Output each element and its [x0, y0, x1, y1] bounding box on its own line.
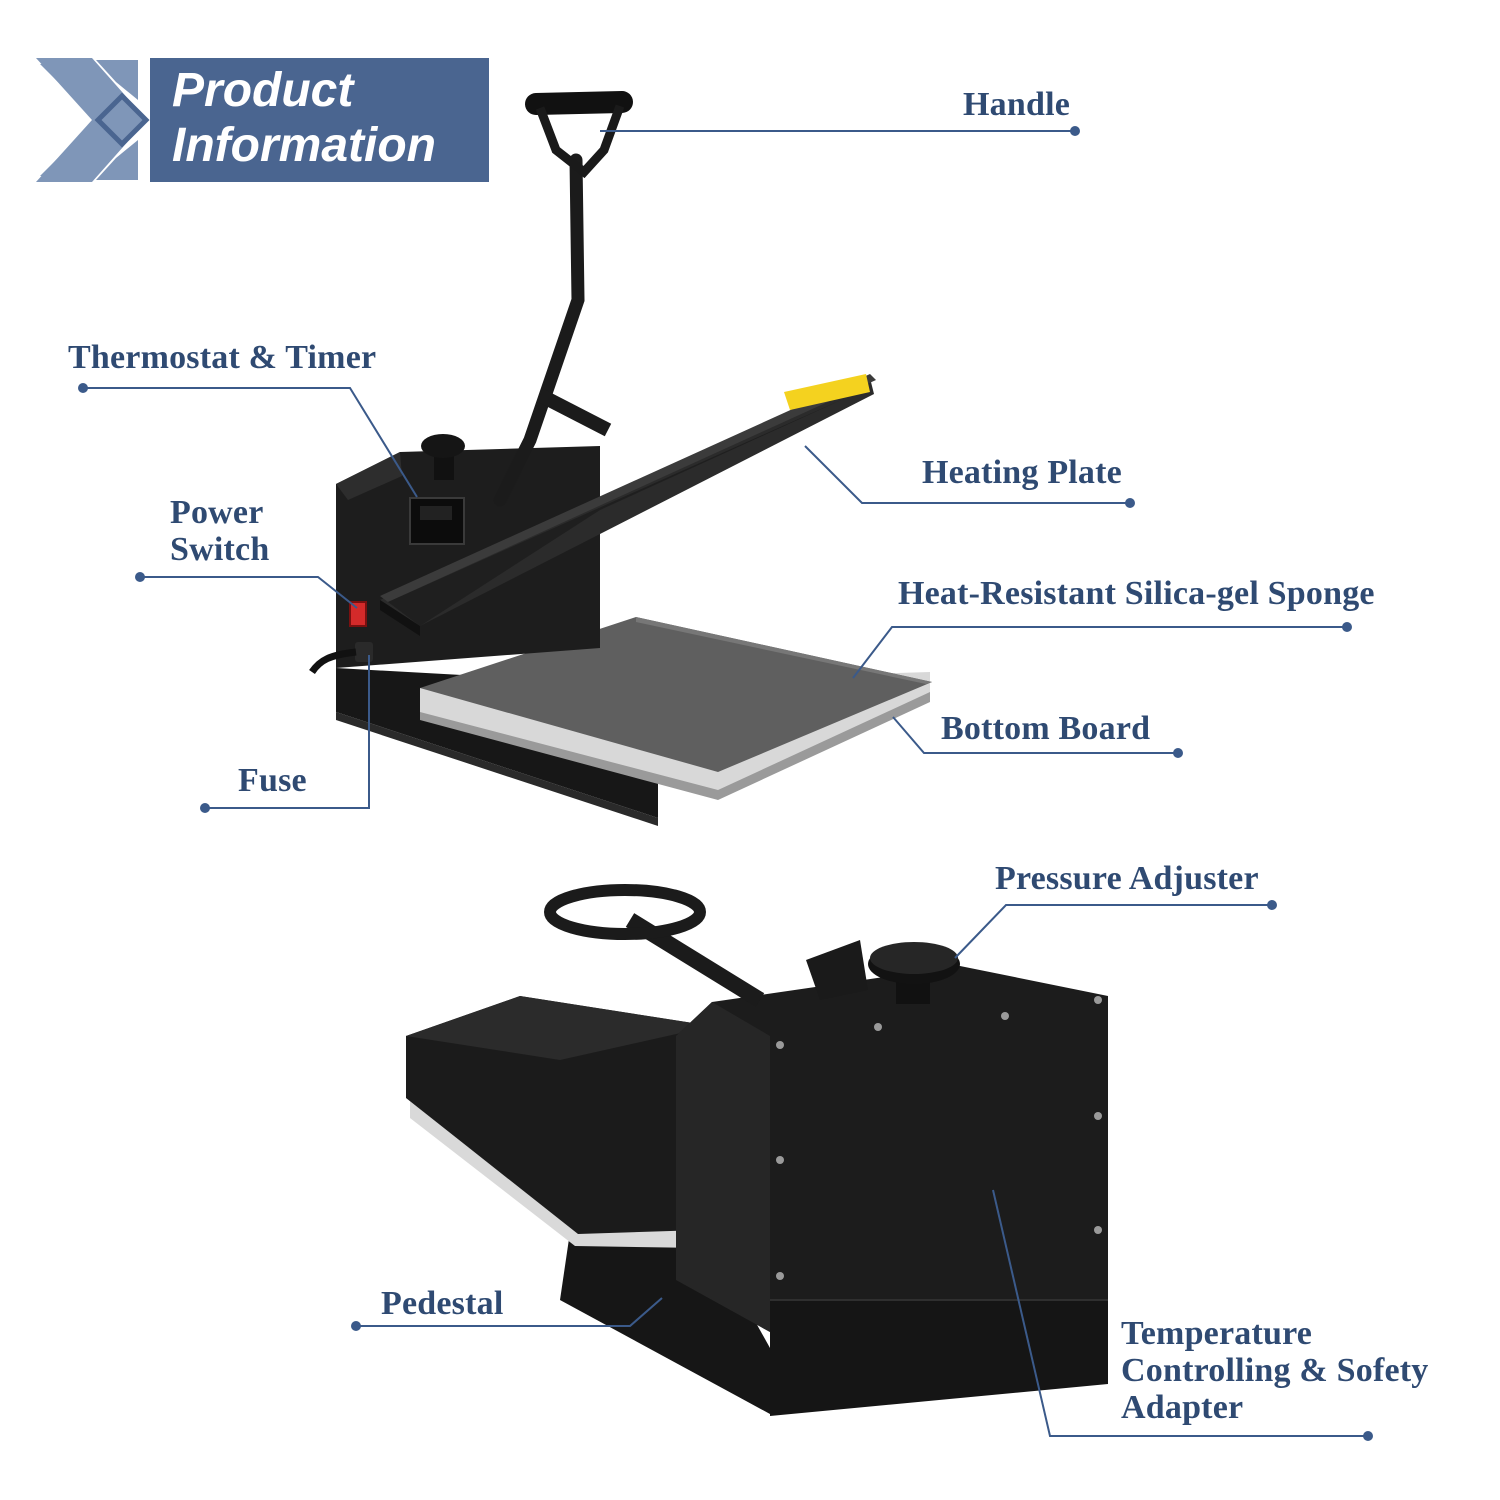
leader-fuse [200, 655, 370, 813]
leader-silica-gel [852, 622, 1352, 679]
label-pedestal: Pedestal [381, 1285, 504, 1322]
leader-bottom-board [892, 716, 1183, 758]
banner-title-line1: Product [172, 64, 354, 117]
label-heating-plate: Heating Plate [922, 454, 1122, 491]
closed-heating-plate [406, 996, 712, 1234]
label-thermostat-timer: Thermostat & Timer [68, 339, 377, 376]
leader-handle [600, 126, 1080, 136]
label-pressure-adjuster: Pressure Adjuster [995, 860, 1259, 897]
handle-grip [525, 91, 633, 115]
power-switch-icon [349, 601, 367, 627]
press-lever [493, 153, 585, 507]
leader-pressure-adjuster [954, 900, 1277, 959]
rear-housing-base [770, 1300, 1108, 1416]
label-silica-gel-sponge: Heat-Resistant Silica-gel Sponge [898, 575, 1375, 612]
label-temperature-adapter: Temperature Controlling & Sofety Adapter [1121, 1315, 1429, 1426]
label-power-switch: Power Switch [170, 494, 270, 568]
banner-diamond-pattern-icon [36, 58, 147, 182]
banner-title-line2: Information [172, 119, 436, 172]
warning-sticker-icon [784, 374, 870, 410]
leader-power-switch [135, 572, 358, 609]
closed-handle-ring [544, 884, 706, 940]
banner-background [150, 58, 489, 182]
label-handle: Handle [963, 86, 1071, 123]
leader-temperature-adapter [992, 1189, 1373, 1441]
leader-pedestal [351, 1297, 663, 1331]
label-fuse: Fuse [238, 762, 307, 799]
pressure-knob-top [421, 434, 465, 458]
leader-thermostat [78, 383, 418, 498]
label-bottom-board: Bottom Board [941, 710, 1151, 747]
screw-icons [776, 996, 1102, 1280]
power-cord [309, 648, 357, 675]
leader-heating-plate [804, 445, 1135, 508]
banner-diamond-outline-icon [94, 92, 150, 148]
rear-housing [676, 966, 1108, 1332]
thermostat-display [409, 497, 465, 545]
